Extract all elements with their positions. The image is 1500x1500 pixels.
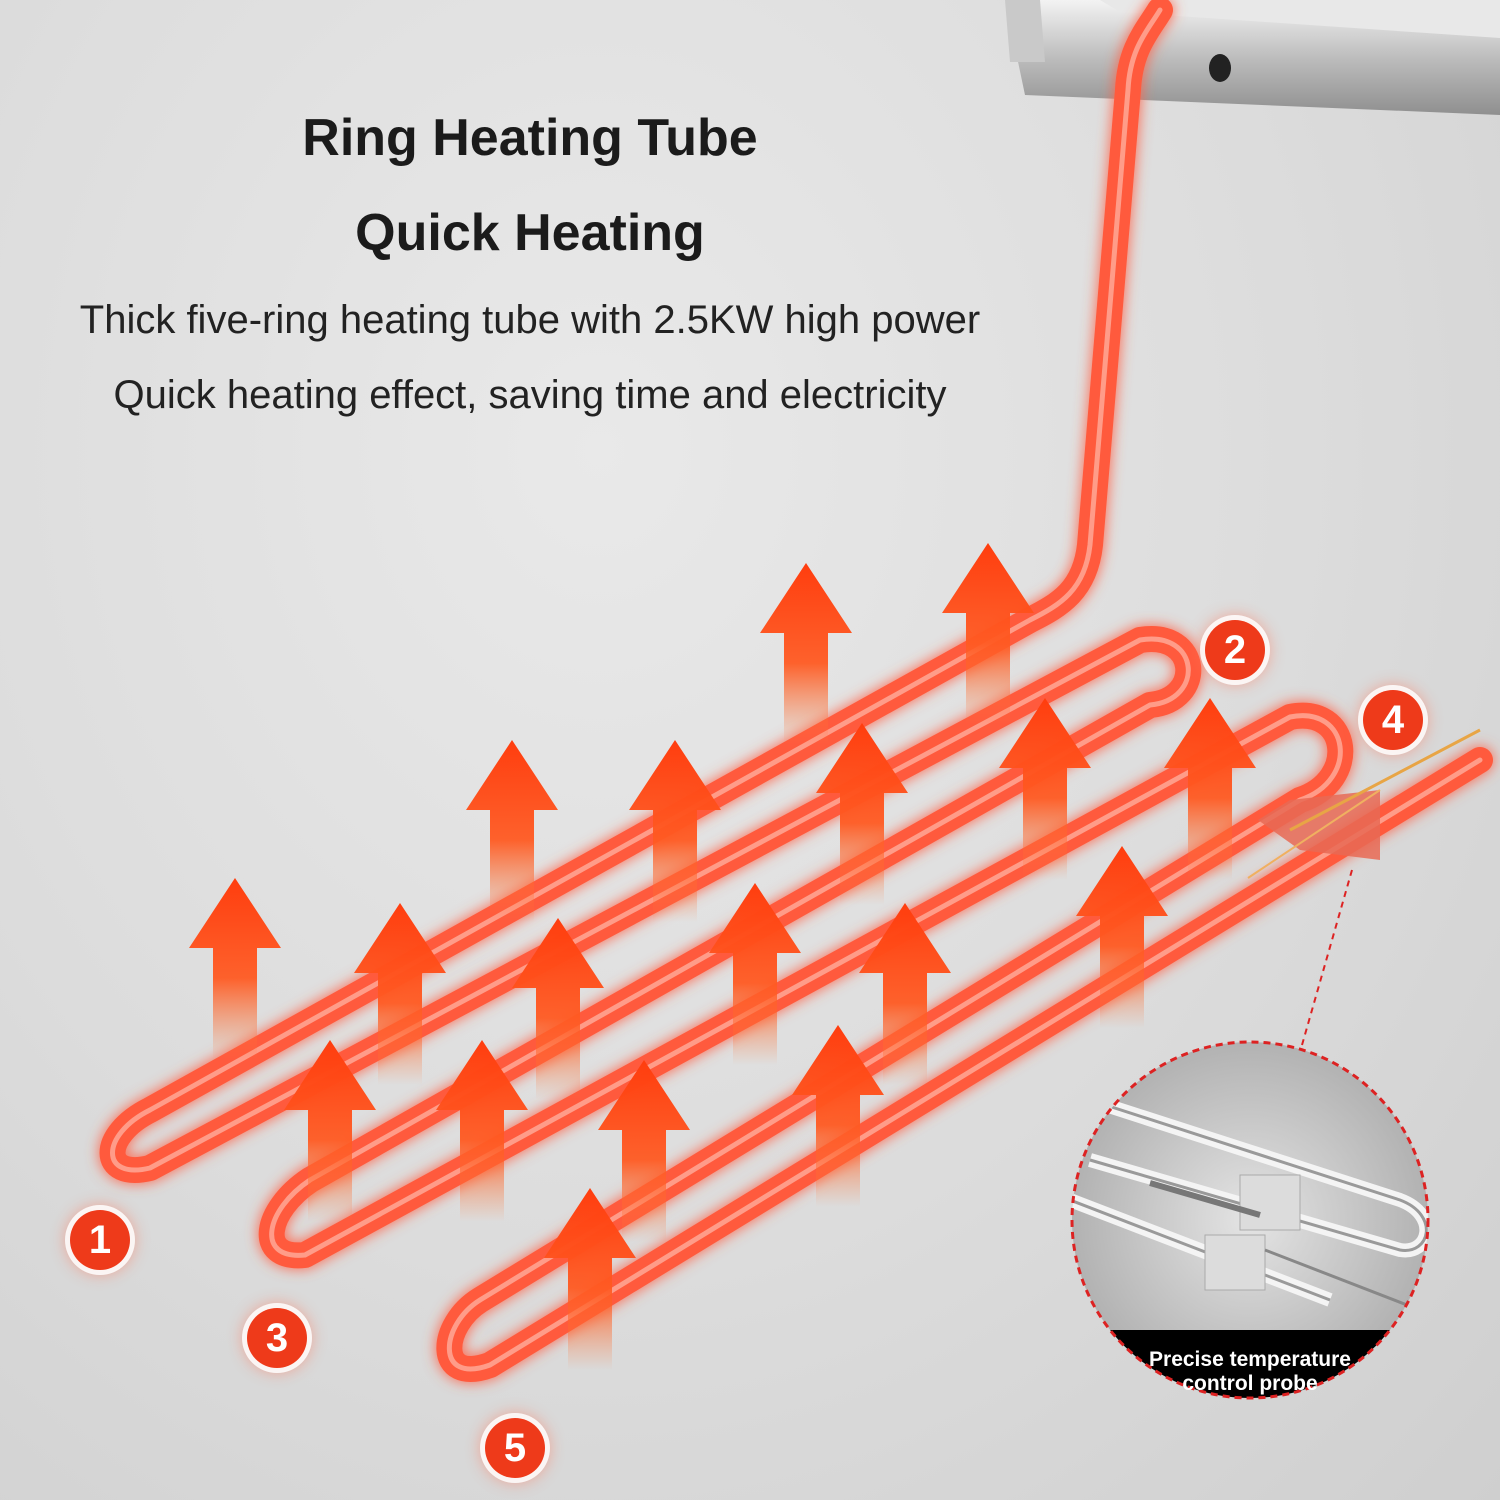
ring-badge-4: 4 [1363, 690, 1423, 750]
ring-badge-5: 5 [485, 1418, 545, 1478]
probe-caption-line-2: control probe [1182, 1372, 1318, 1395]
leader-line [1299, 869, 1353, 1053]
control-box-bracket [1005, 0, 1500, 115]
description-line-2: Quick heating effect, saving time and el… [113, 373, 947, 417]
probe-caption-line-1: Precise temperature [1149, 1348, 1351, 1371]
probe-inset [1070, 1040, 1430, 1400]
description-line-1: Thick five-ring heating tube with 2.5KW … [79, 298, 981, 342]
probe-clip [1247, 728, 1481, 879]
heating-tube [99, 0, 1493, 1382]
page-title: Ring Heating Tube [302, 109, 758, 167]
probe-caption: Precise temperature control probe [1120, 1348, 1380, 1396]
page-subtitle: Quick Heating [355, 204, 705, 262]
ring-badge-2: 2 [1205, 620, 1265, 680]
ring-badge-1: 1 [70, 1210, 130, 1270]
ring-badge-3: 3 [247, 1308, 307, 1368]
